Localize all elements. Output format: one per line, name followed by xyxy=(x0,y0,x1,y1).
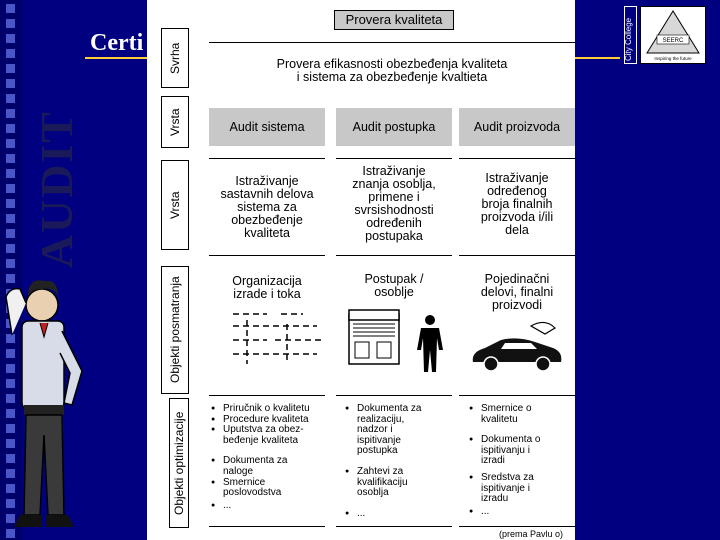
opt-rule-1 xyxy=(209,395,325,396)
film-hole xyxy=(6,274,15,283)
list-item: Smernice o kvalitetu xyxy=(469,403,575,425)
list-item: ... xyxy=(345,508,455,520)
row-label-svrha: Svrha xyxy=(161,28,189,88)
film-hole xyxy=(6,499,15,508)
film-hole xyxy=(6,94,15,103)
film-hole xyxy=(6,19,15,28)
list-item: Zahtevi za kvalifikaciju osoblja xyxy=(345,466,455,499)
vrsta2-cell-sistema: Istraživanje sastavnih delova sistema za… xyxy=(220,174,314,240)
opt-list-proizvoda: Smernice o kvalitetu Dokumenta o ispitiv… xyxy=(469,403,575,520)
audit-sistema-box: Audit sistema xyxy=(209,108,325,146)
posm-cell-postupak: Postupak / osoblje xyxy=(364,272,424,299)
posm-rule-3 xyxy=(459,255,575,256)
opt-rule-2 xyxy=(336,395,452,396)
opt-list-sistema: Priručnik o kvalitetu Procedure kvalitet… xyxy=(211,403,327,514)
film-hole xyxy=(6,34,15,43)
vrsta2-cell-proizvoda: Istraživanje određenog broja finalnih pr… xyxy=(480,171,554,237)
thinking-man-illustration xyxy=(5,280,83,527)
film-hole xyxy=(6,229,15,238)
opt-list-postupka: Dokumenta za realizaciju, nadzor i ispit… xyxy=(345,403,455,522)
film-hole xyxy=(6,379,15,388)
film-hole xyxy=(6,259,15,268)
car-icon xyxy=(472,321,562,372)
list-item: ... xyxy=(211,500,327,512)
film-hole xyxy=(6,394,15,403)
film-hole xyxy=(6,364,15,373)
quality-audit-diagram: Provera kvaliteta Svrha Vrsta Vrsta Obje… xyxy=(147,0,575,540)
film-hole xyxy=(6,454,15,463)
film-hole xyxy=(6,334,15,343)
list-item: Sredstva za ispitivanje i izradu xyxy=(469,472,575,505)
film-hole xyxy=(6,349,15,358)
row-label-vrsta-2: Vrsta xyxy=(161,160,189,250)
posm-rule-2 xyxy=(336,255,452,256)
svrha-text: Provera efikasnosti obezbeđenja kvalitet… xyxy=(276,57,508,84)
film-hole xyxy=(6,484,15,493)
vrsta2-rule-3 xyxy=(459,158,575,159)
film-hole xyxy=(6,199,15,208)
person-silhouette-icon xyxy=(417,315,443,372)
film-hole xyxy=(6,139,15,148)
row-label-vrsta-1: Vrsta xyxy=(161,96,189,148)
film-hole xyxy=(6,64,15,73)
source-note: (prema Pavlu o) xyxy=(499,529,564,539)
vrsta2-rule-1 xyxy=(209,158,325,159)
list-item: Dokumenta za realizaciju, nadzor i ispit… xyxy=(345,403,455,457)
film-strip-decoration xyxy=(0,0,22,540)
film-hole xyxy=(6,109,15,118)
film-hole xyxy=(6,529,15,538)
audit-postupka-box: Audit postupka xyxy=(336,108,452,146)
opt-bottom-rule-2 xyxy=(336,526,452,527)
list-item: Smernice poslovodstva xyxy=(211,477,327,499)
side-title: AUDIT xyxy=(31,110,82,269)
city-college-logo: City College xyxy=(624,6,637,64)
film-hole xyxy=(6,244,15,253)
opt-bottom-rule-1 xyxy=(209,526,325,527)
opt-rule-3 xyxy=(459,395,575,396)
seerc-triangle-icon: SEERC Inspiring the future xyxy=(646,10,700,61)
list-item: Priručnik o kvalitetu xyxy=(211,403,327,415)
svg-text:SEERC: SEERC xyxy=(663,38,684,44)
vrsta2-rule-2 xyxy=(336,158,452,159)
list-item: Procedure kvaliteta xyxy=(211,414,327,426)
audit-proizvoda-box: Audit proizvoda xyxy=(459,108,575,146)
row-label-objekti-posmatranja: Objekti posmatranja xyxy=(161,266,189,394)
film-hole xyxy=(6,79,15,88)
opt-bottom-rule-3 xyxy=(459,526,575,527)
film-hole xyxy=(6,184,15,193)
film-hole xyxy=(6,154,15,163)
list-item: Dokumenta za naloge xyxy=(211,456,327,477)
list-item: Dokumenta o ispitivanju i izradi xyxy=(469,434,575,467)
film-hole xyxy=(6,169,15,178)
film-hole xyxy=(6,424,15,433)
film-hole xyxy=(6,469,15,478)
seerc-logo: SEERC Inspiring the future xyxy=(640,6,706,64)
posm-cell-delovi: Pojedinačni delovi, finalni proizvodi xyxy=(480,272,554,312)
row-label-objekti-optimizacije: Objekti optimizacije xyxy=(169,398,189,528)
list-item: Uputstva za obez- beđenje kvaliteta xyxy=(211,424,327,446)
vrsta2-cell-postupka: Istraživanje znanja osoblja, primene i s… xyxy=(352,164,436,243)
film-hole xyxy=(6,4,15,13)
slide-title: Certi xyxy=(90,30,144,56)
film-hole xyxy=(6,514,15,523)
svg-text:Inspiring the future: Inspiring the future xyxy=(654,56,692,61)
list-item: ... xyxy=(469,506,575,518)
posm-rule-1 xyxy=(209,255,325,256)
org-chart-icon xyxy=(233,313,321,364)
svrha-top-rule xyxy=(209,42,575,43)
filing-cabinet-icon xyxy=(348,309,400,365)
film-hole xyxy=(6,439,15,448)
film-hole xyxy=(6,49,15,58)
film-hole xyxy=(6,409,15,418)
diagram-header-box: Provera kvaliteta xyxy=(334,10,454,30)
posm-cell-organizacija: Organizacija izrade i toka xyxy=(232,274,302,301)
film-hole xyxy=(6,214,15,223)
film-hole xyxy=(6,124,15,133)
